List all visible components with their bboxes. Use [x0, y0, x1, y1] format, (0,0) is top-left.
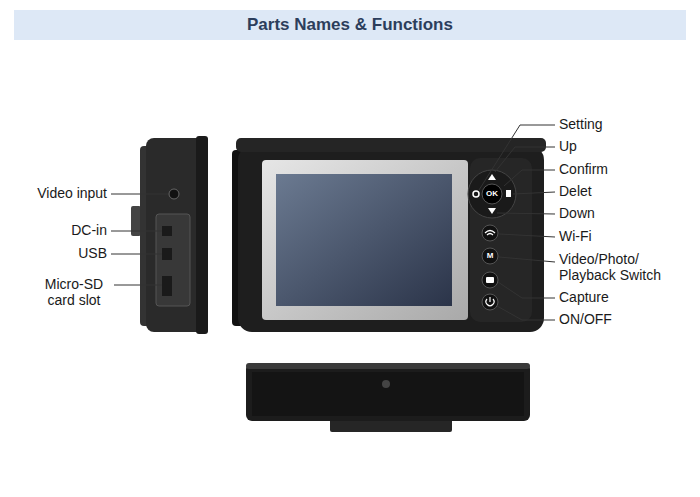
- part-label: DC-in: [7, 222, 107, 238]
- front-body: [238, 146, 544, 332]
- bottom-body: [246, 363, 530, 421]
- leader-line: [513, 192, 555, 194]
- capture-button: [482, 272, 498, 288]
- part-label: Video input: [7, 185, 107, 201]
- side-visor: [196, 136, 208, 334]
- part-label: Delet: [559, 183, 679, 199]
- dc-port: [162, 226, 172, 236]
- leader-line: [114, 285, 162, 286]
- sd-slot: [162, 276, 172, 296]
- mount-hole: [382, 380, 390, 388]
- button-label: OK: [482, 189, 502, 199]
- part-label: ON/OFF: [559, 311, 679, 327]
- button-label: M: [484, 251, 496, 261]
- part-label: Micro-SD card slot: [36, 276, 112, 308]
- d-pad: [468, 170, 516, 218]
- leader-line: [479, 125, 555, 190]
- bottom-edge: [246, 363, 530, 369]
- camera-icon: [486, 277, 494, 283]
- leader-line: [498, 282, 555, 298]
- leader-line: [495, 147, 555, 172]
- down-arrow: [488, 208, 496, 214]
- trash-icon: [506, 190, 511, 197]
- part-label: Wi-Fi: [559, 228, 679, 244]
- leader-line: [111, 254, 162, 255]
- part-label: Video/Photo/ Playback Switch: [559, 251, 674, 283]
- power-button: [482, 294, 498, 310]
- leader-line: [499, 257, 555, 262]
- power-icon: [486, 297, 494, 306]
- bottom-panel: [252, 372, 524, 416]
- gear-icon: [473, 191, 479, 197]
- title-band: [14, 10, 686, 40]
- up-arrow: [488, 174, 496, 180]
- leader-line: [497, 306, 555, 320]
- usb-port: [162, 248, 172, 260]
- wifi-button: [482, 225, 498, 241]
- part-label: Down: [559, 205, 679, 221]
- page-title: Parts Names & Functions: [14, 10, 686, 40]
- leader-line: [111, 194, 168, 195]
- screen-bezel: [262, 160, 468, 320]
- screen: [276, 174, 452, 306]
- part-label: Setting: [559, 116, 679, 132]
- wifi-icon: [485, 231, 495, 236]
- leader-line: [111, 231, 162, 232]
- part-label: Capture: [559, 289, 679, 305]
- mode-button: [482, 248, 498, 264]
- part-label: Confirm: [559, 161, 679, 177]
- port-cover: [156, 214, 190, 306]
- leader-lines: [111, 125, 555, 320]
- leader-line: [499, 234, 555, 237]
- sun-visor: [236, 138, 546, 152]
- ok-button: [482, 184, 502, 204]
- part-label: Up: [559, 138, 679, 154]
- leader-line: [504, 170, 555, 186]
- part-label: USB: [7, 245, 107, 261]
- leader-line: [497, 213, 555, 214]
- side-body: [146, 138, 204, 332]
- video-jack: [169, 189, 179, 199]
